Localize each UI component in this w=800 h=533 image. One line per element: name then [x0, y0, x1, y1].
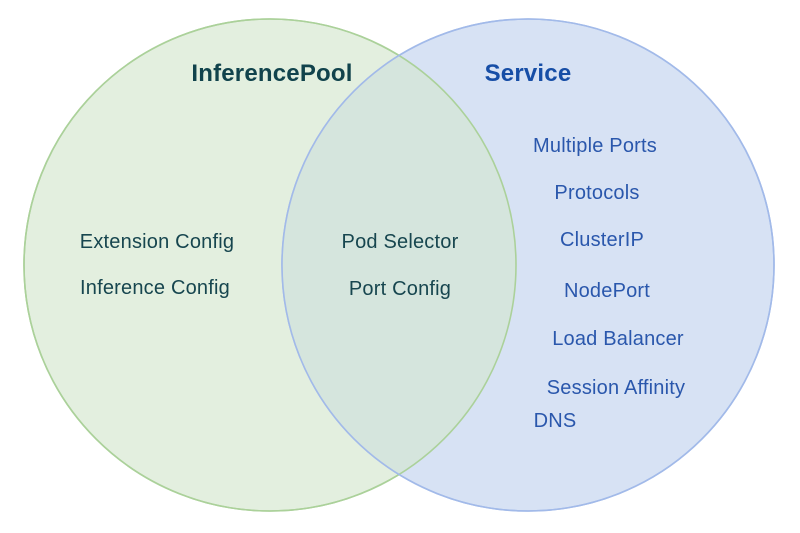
- right-item-protocols: Protocols: [554, 182, 640, 204]
- overlap-item-pod-selector: Pod Selector: [341, 231, 459, 253]
- overlap-item-port-config: Port Config: [348, 278, 452, 300]
- service-title: Service: [484, 60, 572, 87]
- right-item-dns: DNS: [533, 410, 577, 432]
- left-item-extension-config: Extension Config: [79, 231, 235, 253]
- right-item-nodeport: NodePort: [563, 280, 651, 302]
- inferencepool-title: InferencePool: [191, 60, 353, 87]
- right-item-multiple-ports: Multiple Ports: [533, 135, 657, 157]
- left-item-inference-config: Inference Config: [80, 277, 230, 299]
- service-circle-border: [281, 18, 775, 512]
- inferencepool-circle-border: [23, 18, 517, 512]
- right-item-session-affinity: Session Affinity: [546, 377, 686, 399]
- right-item-load-balancer: Load Balancer: [552, 328, 684, 350]
- overlap-lens: [281, 55, 517, 475]
- right-item-clusterip: ClusterIP: [559, 229, 645, 251]
